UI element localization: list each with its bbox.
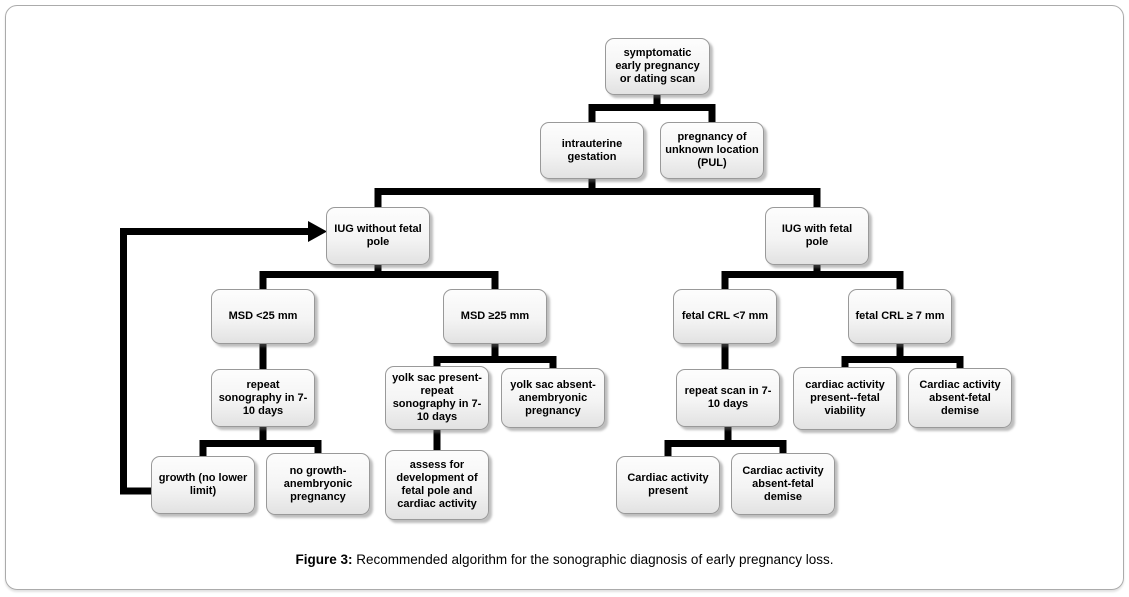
flow-node-symptomatic-early-pregnancy: symptomatic early pregnancy or dating sc… <box>605 38 710 95</box>
connector-line <box>721 264 904 291</box>
loop-arrowhead <box>308 221 327 242</box>
flow-node-cardiac-absent-demise-crl: Cardiac activity absent-fetal demise <box>908 368 1012 428</box>
flow-node-fetal-crl-under-7mm: fetal CRL <7 mm <box>673 289 777 344</box>
connector-line <box>433 343 557 370</box>
figure-caption-text: Recommended algorithm for the sonographi… <box>356 552 834 567</box>
flow-node-growth-no-lower-limit: growth (no lower limit) <box>151 456 255 514</box>
flow-node-cardiac-absent-demise-scan: Cardiac activity absent-fetal demise <box>731 453 835 515</box>
figure-caption-label: Figure 3: <box>295 552 353 567</box>
flow-node-fetal-crl-7mm-or-more: fetal CRL ≥ 7 mm <box>848 289 952 344</box>
connector-line <box>259 264 499 291</box>
figure-frame <box>5 5 1124 590</box>
connector-line <box>664 426 787 458</box>
connector-loop-line <box>120 228 309 495</box>
flow-node-assess-development: assess for development of fetal pole and… <box>385 450 489 520</box>
connector-line <box>841 343 964 370</box>
connector-line <box>374 178 821 209</box>
flow-node-yolk-sac-present: yolk sac present-repeat sonography in 7-… <box>385 366 489 430</box>
flow-node-cardiac-present: Cardiac activity present <box>616 456 720 514</box>
flow-node-pregnancy-unknown-location: pregnancy of unknown location (PUL) <box>660 122 764 179</box>
flow-node-iug-without-fetal-pole: IUG without fetal pole <box>326 207 430 265</box>
flow-node-repeat-scan: repeat scan in 7-10 days <box>676 369 780 427</box>
flow-node-yolk-sac-absent: yolk sac absent-anembryonic pregnancy <box>501 368 605 428</box>
connector-line <box>199 426 322 458</box>
flow-node-msd-under-25mm: MSD <25 mm <box>211 289 315 344</box>
flow-node-msd-25mm-or-more: MSD ≥25 mm <box>443 289 547 344</box>
flow-node-no-growth-anembryonic: no growth-anembryonic pregnancy <box>266 453 370 515</box>
flow-node-cardiac-present-viability: cardiac activity present--fetal viabilit… <box>793 367 897 430</box>
flow-node-iug-with-fetal-pole: IUG with fetal pole <box>765 207 869 265</box>
connector-line <box>588 92 716 124</box>
flow-node-repeat-sonography: repeat sonography in 7-10 days <box>211 369 315 427</box>
figure-caption: Figure 3: Recommended algorithm for the … <box>0 552 1129 567</box>
flow-node-intrauterine-gestation: intrauterine gestation <box>540 122 644 179</box>
